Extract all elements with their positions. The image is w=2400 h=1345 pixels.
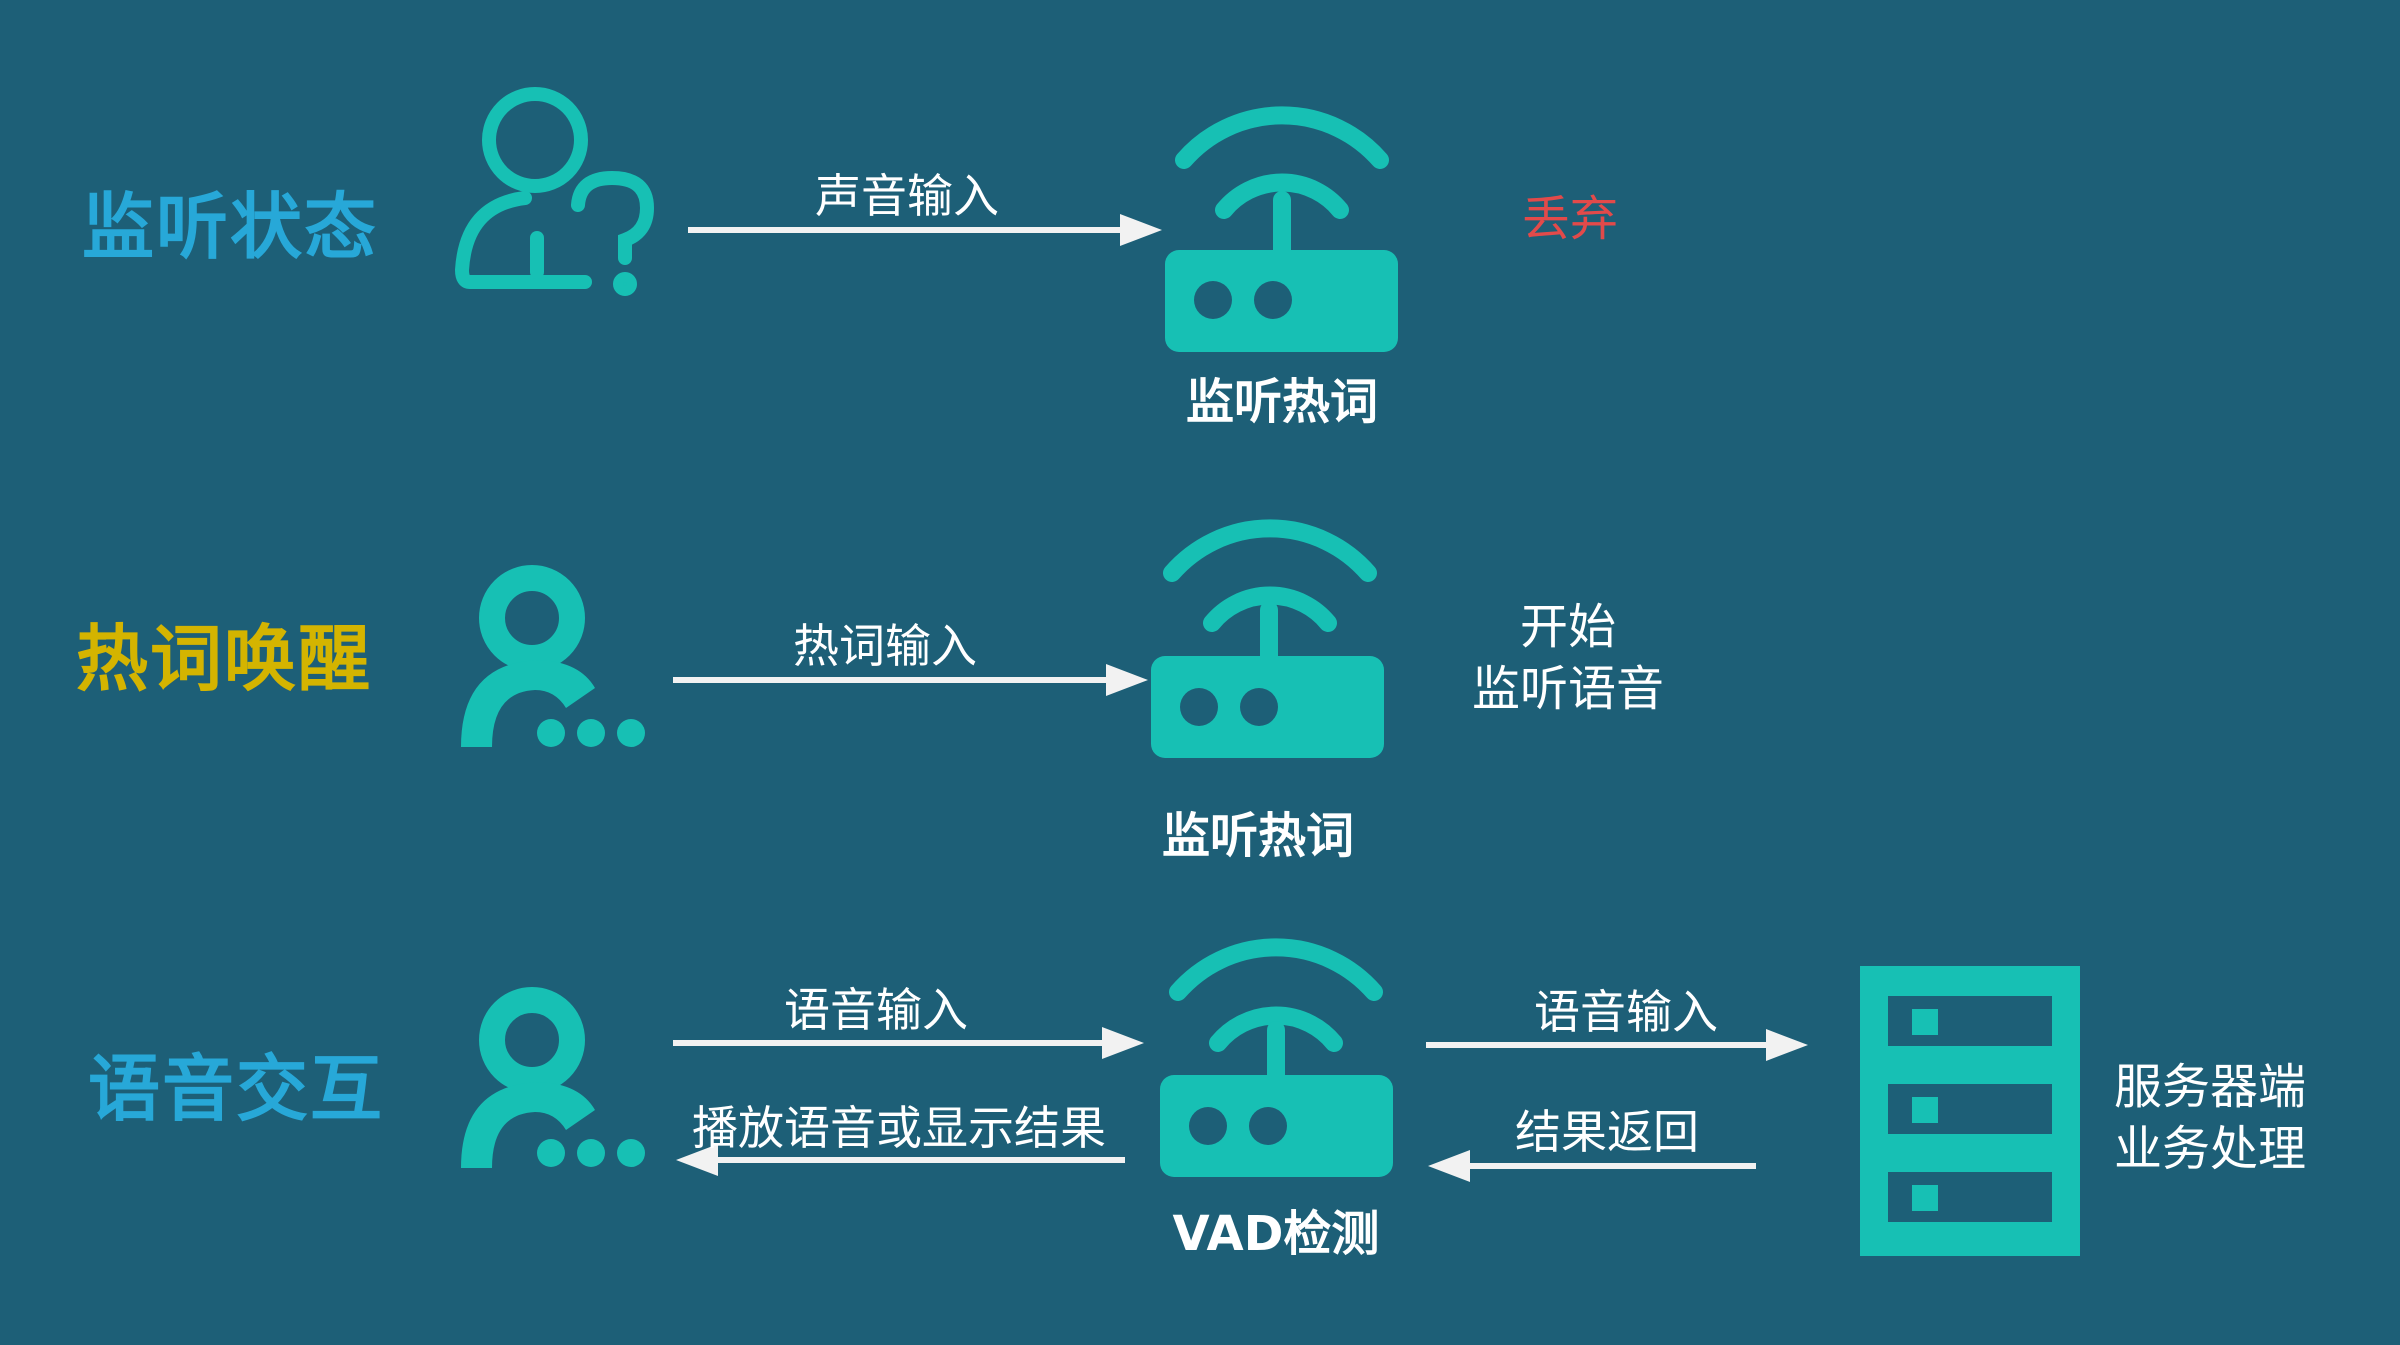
arrow-label-voice-input: 语音输入: [784, 983, 968, 1037]
server-rack-icon: [1860, 966, 2080, 1256]
server-line: 服务器端: [2114, 1059, 2307, 1115]
arrow-voice-input: [673, 1027, 1144, 1059]
arrow-server-return: [1428, 1150, 1756, 1182]
device-label-vad: VAD检测: [1172, 1206, 1380, 1262]
result-line: 开始: [1520, 599, 1617, 655]
arrow-server-input: [1426, 1029, 1808, 1061]
server-processing-label: 服务器端 业务处理: [2114, 1056, 2306, 1180]
arrow-label-server-input: 语音输入: [1534, 985, 1718, 1039]
arrow-label-wakeword-input: 热词输入: [793, 619, 977, 673]
arrow-label-playback: 播放语音或显示结果: [692, 1101, 1106, 1155]
router-wifi-icon: [1151, 519, 1384, 758]
result-discard: 丢弃: [1522, 191, 1619, 247]
device-label-hotword: 监听热词: [1185, 374, 1378, 430]
router-wifi-icon: [1160, 938, 1393, 1177]
state-interaction: 语音交互: [88, 1047, 385, 1131]
state-wakeword: 热词唤醒: [76, 617, 373, 701]
result-start-listening: 开始 监听语音: [1472, 596, 1664, 720]
arrow-sound-input: [688, 214, 1162, 246]
result-line: 监听语音: [1472, 661, 1665, 717]
arrow-label-server-return: 结果返回: [1515, 1105, 1699, 1159]
state-listening: 监听状态: [82, 185, 379, 269]
server-line: 业务处理: [2114, 1121, 2307, 1177]
arrow-playback-output: [676, 1144, 1125, 1176]
user-talking-icon: [461, 565, 645, 747]
arrow-wakeword-input: [673, 664, 1148, 696]
router-wifi-icon: [1165, 106, 1398, 352]
user-question-icon: [454, 87, 655, 296]
device-label-hotword: 监听热词: [1161, 808, 1354, 864]
user-talking-icon: [461, 987, 645, 1168]
arrow-label-sound-input: 声音输入: [815, 169, 999, 223]
